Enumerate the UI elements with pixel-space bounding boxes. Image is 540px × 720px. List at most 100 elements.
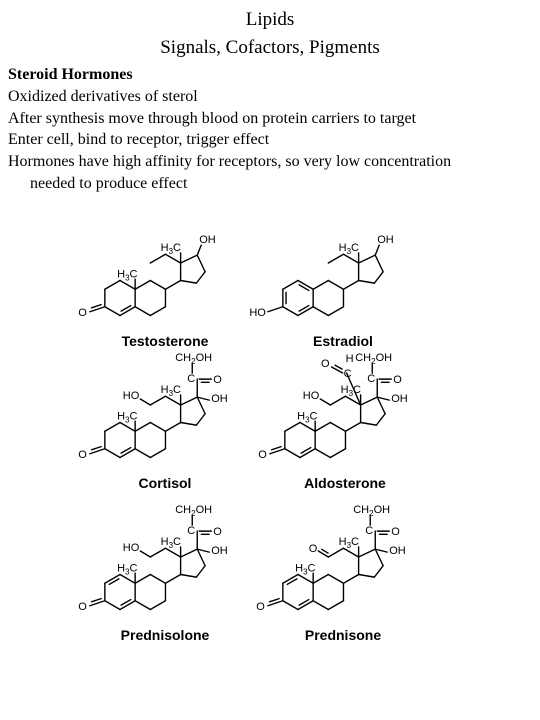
bond-line <box>267 306 284 313</box>
carbonyl-bond <box>89 448 106 455</box>
bond-line <box>119 573 136 584</box>
bond-line <box>164 279 182 290</box>
bond-line <box>134 600 152 611</box>
bond-line <box>373 565 384 578</box>
hydroxyl-label: OH <box>211 545 228 557</box>
double-bond <box>297 600 314 611</box>
carbonyl-bond <box>270 445 282 451</box>
carbon-label: C <box>187 373 195 385</box>
oxygen-label: O <box>78 449 87 461</box>
bond-line <box>119 279 136 290</box>
bond-line <box>139 398 152 406</box>
bond-line <box>376 396 386 415</box>
bond-line <box>319 398 332 406</box>
bond-line <box>329 448 347 459</box>
oxygen-label: O <box>321 358 330 370</box>
bond-line <box>342 279 360 290</box>
compound-name-prednisolone: Prednisolone <box>121 627 210 643</box>
carbonyl-bond <box>90 597 102 603</box>
bond-line <box>357 279 376 284</box>
bond-line <box>164 421 182 432</box>
hydroxymethyl-label: CH2OH <box>175 352 212 366</box>
carbon-label: C <box>187 525 195 537</box>
oxygen-label: O <box>391 526 400 538</box>
bond-line <box>374 254 384 273</box>
bond-line <box>179 573 198 578</box>
bond-line <box>179 548 198 558</box>
bond-line <box>327 600 345 611</box>
bond-line <box>104 421 121 432</box>
bond-line <box>134 279 152 290</box>
bond-line <box>179 396 198 406</box>
bond-line <box>357 548 376 558</box>
bond-line <box>149 253 167 264</box>
methyl-label: H3C <box>341 384 361 398</box>
carbon-label: C <box>344 368 352 380</box>
carbonyl-bond <box>317 550 330 558</box>
methyl-label: H3C <box>339 242 359 256</box>
bond-line <box>312 306 330 317</box>
bond-line <box>104 279 121 290</box>
compound-name-aldosterone: Aldosterone <box>304 475 386 491</box>
bond-line <box>134 573 152 584</box>
bond-line <box>104 448 121 459</box>
bond-line <box>373 271 384 284</box>
hydroxyl-label: OH <box>377 234 394 246</box>
carbonyl-bond <box>89 306 106 313</box>
body-line: Hormones have high affinity for receptor… <box>8 153 452 171</box>
bond-line <box>284 448 301 459</box>
hydroxyl-label: HO <box>303 390 320 402</box>
bond-line <box>149 421 167 432</box>
bond-line <box>314 421 332 432</box>
carbonyl-bond <box>89 600 106 607</box>
double-bond <box>104 573 121 584</box>
bond-line <box>164 395 182 406</box>
bond-line <box>359 421 378 426</box>
hydroxyl-label: HO <box>123 542 140 554</box>
hydroxyl-label: OH <box>199 234 216 246</box>
page-subtitle: Signals, Cofactors, Pigments <box>160 37 380 58</box>
bond-line <box>299 421 316 432</box>
body-line: Enter cell, bind to receptor, trigger ef… <box>8 131 270 149</box>
methyl-label: H3C <box>117 268 137 282</box>
methyl-label: H3C <box>297 410 317 424</box>
double-bond <box>120 598 132 606</box>
oxygen-label: O <box>393 374 402 386</box>
double-bond <box>119 448 136 459</box>
body-line: After synthesis move through blood on pr… <box>8 109 417 127</box>
body-line: needed to produce effect <box>30 174 188 192</box>
bond-line <box>195 413 206 426</box>
bond-line <box>149 306 167 317</box>
bond-line <box>284 421 301 432</box>
section-heading: Steroid Hormones <box>8 66 133 83</box>
bond-line <box>342 547 360 558</box>
methyl-label: H3C <box>161 536 181 550</box>
bond-line <box>149 395 167 406</box>
bond-line <box>149 547 167 558</box>
oxygen-label: O <box>213 374 222 386</box>
carbonyl-bond <box>269 448 286 455</box>
bond-line <box>104 306 121 317</box>
double-bond <box>298 598 310 606</box>
bond-line <box>376 396 390 401</box>
bond-line <box>327 573 345 584</box>
hydroxyl-label: HO <box>123 390 140 402</box>
hydrogen-label: H <box>346 353 354 365</box>
bond-line <box>342 253 360 264</box>
bond-line <box>282 600 299 611</box>
double-bond <box>120 446 132 454</box>
body-text: Steroid Hormones Oxidized derivatives of… <box>8 64 533 195</box>
methyl-label: H3C <box>117 410 137 424</box>
bond-line <box>134 448 152 459</box>
compound-name-prednisone: Prednisone <box>305 627 381 643</box>
bond-line <box>342 573 360 584</box>
bond-line <box>327 253 345 264</box>
page-title: Lipids <box>245 9 295 30</box>
bond-line <box>196 396 210 401</box>
